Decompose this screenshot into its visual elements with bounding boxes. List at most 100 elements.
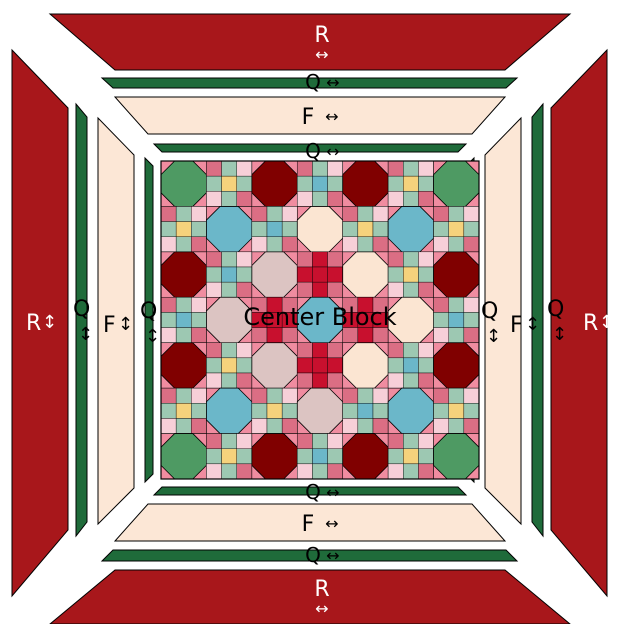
nine-patch-square xyxy=(206,282,221,297)
nine-patch-square xyxy=(222,282,237,297)
nine-patch-square xyxy=(252,206,267,221)
nine-patch-square xyxy=(328,358,343,373)
nine-patch-square xyxy=(176,237,191,252)
arrow-r-right: ↕ xyxy=(599,312,614,333)
nine-patch-square xyxy=(449,403,464,418)
arrow-q-right-inner: ↕ xyxy=(486,326,501,347)
nine-patch-square xyxy=(297,464,312,479)
nine-patch-square xyxy=(388,449,403,464)
nine-patch-square xyxy=(388,161,403,176)
snowball-block xyxy=(434,252,479,297)
nine-patch-square xyxy=(297,161,312,176)
snowball-block xyxy=(161,434,206,479)
nine-patch-square xyxy=(237,161,252,176)
nine-patch-square xyxy=(206,464,221,479)
nine-patch-square xyxy=(237,358,252,373)
nine-patch-square xyxy=(418,252,433,267)
nine-patch-square xyxy=(343,237,358,252)
nine-patch-square xyxy=(464,206,479,221)
nine-patch-square xyxy=(297,373,312,388)
nine-patch-square xyxy=(373,388,388,403)
nine-patch-square xyxy=(282,222,297,237)
nine-patch-square xyxy=(176,418,191,433)
nine-patch-square xyxy=(464,418,479,433)
nine-patch-square xyxy=(282,237,297,252)
nine-patch-square xyxy=(418,282,433,297)
nine-patch-square xyxy=(358,388,373,403)
nine-patch-square xyxy=(388,191,403,206)
nine-patch-square xyxy=(388,252,403,267)
nine-patch-square xyxy=(328,464,343,479)
snowball-block xyxy=(161,252,206,297)
nine-patch-square xyxy=(206,373,221,388)
label-f-top: F xyxy=(302,105,315,130)
nine-patch-square xyxy=(237,449,252,464)
nine-patch-square xyxy=(403,282,418,297)
nine-patch-square xyxy=(222,464,237,479)
nine-patch-square xyxy=(403,252,418,267)
snowball-block xyxy=(297,388,342,433)
nine-patch-square xyxy=(206,267,221,282)
nine-patch-square xyxy=(328,343,343,358)
snowball-block xyxy=(434,434,479,479)
nine-patch-square xyxy=(206,176,221,191)
nine-patch-square xyxy=(403,343,418,358)
nine-patch-square xyxy=(449,312,464,327)
arrow-f-right: ↕ xyxy=(525,314,540,335)
nine-patch-square xyxy=(237,267,252,282)
nine-patch-square xyxy=(222,373,237,388)
arrow-f-bottom: ↔ xyxy=(325,514,338,533)
nine-patch-square xyxy=(206,449,221,464)
snowball-block xyxy=(434,343,479,388)
nine-patch-square xyxy=(206,343,221,358)
nine-patch-square xyxy=(328,176,343,191)
nine-patch-square xyxy=(161,418,176,433)
nine-patch-square xyxy=(282,403,297,418)
nine-patch-square xyxy=(358,206,373,221)
nine-patch-square xyxy=(343,206,358,221)
nine-patch-square xyxy=(191,237,206,252)
nine-patch-square xyxy=(267,403,282,418)
nine-patch-square xyxy=(434,312,449,327)
nine-patch-square xyxy=(312,358,327,373)
arrow-r-top: ↔ xyxy=(315,45,328,64)
nine-patch-square xyxy=(176,297,191,312)
snowball-block xyxy=(252,252,297,297)
nine-patch-square xyxy=(403,191,418,206)
arrow-r-bottom: ↔ xyxy=(315,599,328,618)
label-q-left-outer: Q xyxy=(73,297,90,322)
nine-patch-square xyxy=(418,176,433,191)
nine-patch-square xyxy=(252,388,267,403)
nine-patch-square xyxy=(373,403,388,418)
nine-patch-square xyxy=(418,267,433,282)
label-q-left-inner: Q xyxy=(140,299,157,324)
snowball-block xyxy=(206,206,251,251)
arrow-q-bottom-outer: ↔ xyxy=(326,546,339,565)
nine-patch-square xyxy=(373,222,388,237)
label-q-top-outer: Q xyxy=(305,70,321,94)
nine-patch-square xyxy=(418,161,433,176)
center-block-label: Center Block xyxy=(243,303,396,331)
nine-patch-square xyxy=(297,358,312,373)
nine-patch-square xyxy=(297,449,312,464)
nine-patch-square xyxy=(312,464,327,479)
arrow-q-left-outer: ↕ xyxy=(78,324,93,345)
nine-patch-square xyxy=(464,388,479,403)
nine-patch-square xyxy=(312,252,327,267)
nine-patch-square xyxy=(418,358,433,373)
snowball-block xyxy=(343,252,388,297)
nine-patch-square xyxy=(388,267,403,282)
nine-patch-square xyxy=(328,267,343,282)
arrow-f-left: ↕ xyxy=(118,314,133,335)
nine-patch-square xyxy=(237,464,252,479)
nine-patch-square xyxy=(312,161,327,176)
label-f-left: F xyxy=(103,313,116,338)
nine-patch-square xyxy=(328,434,343,449)
nine-patch-square xyxy=(418,343,433,358)
nine-patch-square xyxy=(176,403,191,418)
nine-patch-square xyxy=(237,176,252,191)
nine-patch-square xyxy=(206,252,221,267)
nine-patch-square xyxy=(388,464,403,479)
nine-patch-square xyxy=(312,449,327,464)
nine-patch-square xyxy=(297,282,312,297)
